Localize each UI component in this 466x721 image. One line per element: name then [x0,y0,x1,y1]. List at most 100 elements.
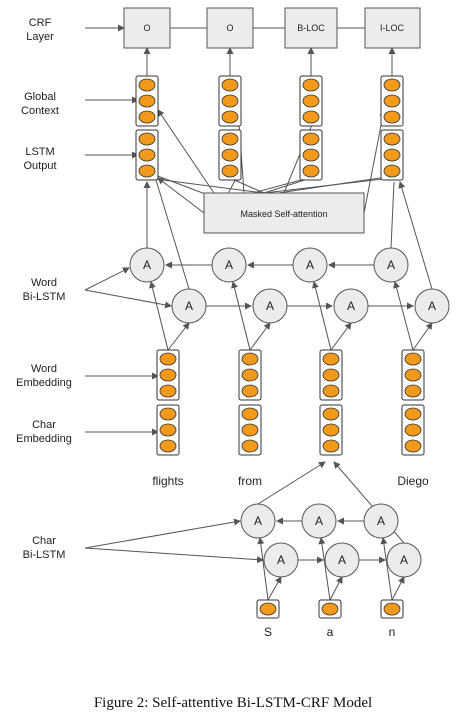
embedding-to-forward [249,322,271,351]
bilstm-to-output [390,181,395,249]
crf-tag-4: I-LOC [380,23,405,33]
char-bilstm-backward-row: A A A [240,503,399,539]
label-crf-layer-1: CRF [29,17,52,29]
embedding-to-forward [167,322,190,351]
embedding-unit [241,407,259,421]
char-embedding-vector-2 [238,404,262,456]
label-word-bilstm-2: Bi-LSTM [23,291,66,303]
crf-box-4 [364,7,421,49]
word-token-3: Diego [397,474,429,488]
embedding-unit [302,78,320,92]
embedding-unit [322,407,340,421]
crf-tag-2: O [226,23,233,33]
word-embedding-vector-1 [156,349,180,401]
lstm-cell-label: A [143,258,151,272]
char-to-forward [391,576,405,601]
char-to-backward [380,537,393,601]
bilstm-to-output [155,179,190,290]
lstm-cell-label: A [387,258,395,272]
char-bilstm-output [257,461,326,505]
label-char-bilstm-2: Bi-LSTM [23,549,66,561]
lstm-cell [324,542,360,578]
label-char-embedding-1: Char [32,419,56,431]
lstm-cell-label: A [254,514,262,528]
char-token-1: S [264,625,272,639]
embedding-to-backward [231,281,251,351]
label-char-bilstm-1: Char [32,535,56,547]
char-token-3: n [389,625,396,639]
lstm-cell [240,503,276,539]
lstm-cell [301,503,337,539]
lstm-cell [129,247,165,283]
embedding-unit [221,110,239,124]
embedding-unit [241,352,259,366]
attention-out-arrow [157,109,215,194]
lstm-cell-label: A [306,258,314,272]
connection-lines [84,24,433,601]
lstm-cell-label: A [277,553,285,567]
embedding-unit [159,439,177,453]
lstm-output-vector-4 [380,129,404,181]
masked-self-attention-label: Masked Self-attention [240,209,327,219]
embedding-unit [322,439,340,453]
embedding-unit [259,602,277,616]
lstm-cell [414,288,450,324]
label-word-bilstm-1: Word [31,277,57,289]
word-bilstm-backward-row: A A A A [129,247,409,283]
embedding-unit [159,407,177,421]
embedding-unit [138,148,156,162]
lstm-cell-label: A [185,299,193,313]
word-embedding-vector-2 [238,349,262,401]
crf-box-1 [123,7,171,49]
char-bilstm-forward-row: A A A [263,542,422,578]
char-to-forward [329,576,343,601]
word-token-2: from [238,474,262,488]
word-embedding-vector-4 [401,349,425,401]
embedding-unit [302,132,320,146]
lstm-cell [292,247,328,283]
embedding-unit [221,78,239,92]
lstm-cell-label: A [428,299,436,313]
word-token-1: flights [152,474,183,488]
lstm-cell-label: A [315,514,323,528]
embedding-unit [221,164,239,178]
global-context-vector-4 [380,75,404,127]
label-lstm-output-1: LSTM [25,146,54,158]
char-to-backward [257,537,269,601]
embedding-to-forward [330,322,352,351]
char-bilstm-label-arrow [84,518,241,549]
embedding-unit [138,132,156,146]
figure-caption: Figure 2: Self-attentive Bi-LSTM-CRF Mod… [94,695,372,711]
embedding-unit [404,384,422,398]
lstm-cell [252,288,288,324]
lstm-cell-label: A [377,514,385,528]
lstm-output-vector-1 [135,129,159,181]
word-embedding-vector-3 [319,349,343,401]
global-context-vector-3 [299,75,323,127]
embedding-unit [322,423,340,437]
label-word-embedding-2: Embedding [16,377,72,389]
embedding-unit [138,110,156,124]
embedding-unit [159,384,177,398]
word-bilstm-forward-row: A A A A [171,288,450,324]
embedding-unit [322,352,340,366]
embedding-unit [383,110,401,124]
embedding-unit [383,78,401,92]
embedding-unit [383,94,401,108]
embedding-unit [241,368,259,382]
embedding-unit [383,132,401,146]
word-bilstm-label-arrow [84,267,130,291]
lstm-output-vector-2 [218,129,242,181]
label-char-embedding-2: Embedding [16,433,72,445]
embedding-unit [241,384,259,398]
lstm-cell-label: A [266,299,274,313]
char-token-2: a [327,625,334,639]
label-global-context-2: Context [21,105,59,117]
embedding-unit [302,110,320,124]
embedding-unit [159,368,177,382]
embedding-unit [138,78,156,92]
embedding-unit [302,94,320,108]
char-embedding-vector-1 [156,404,180,456]
char-to-backward [318,537,331,601]
